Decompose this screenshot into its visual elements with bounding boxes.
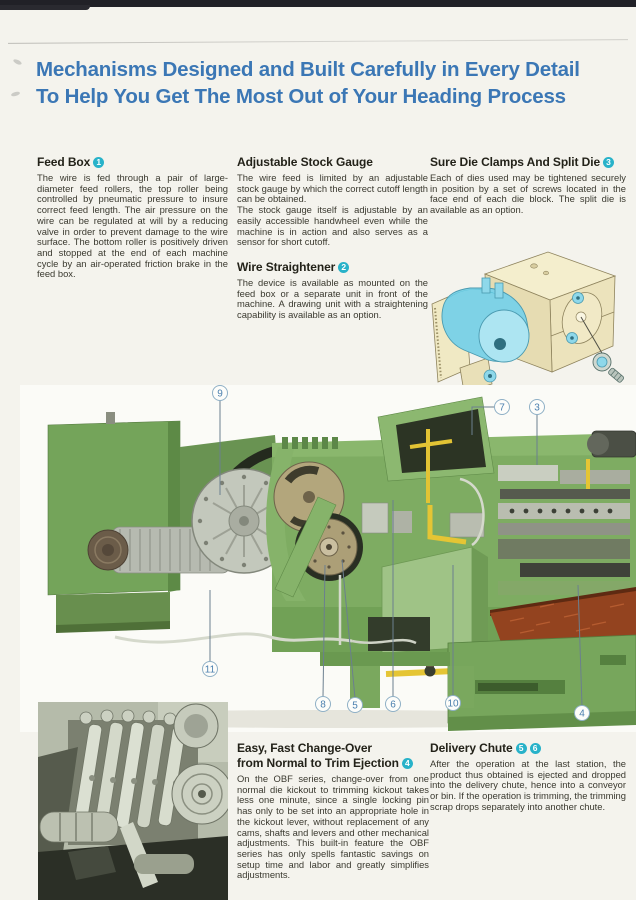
machine-valve-blocks [361,430,636,595]
badge-3-icon: 3 [603,157,615,168]
stock-gauge-body2: The stock gauge itself is adjustable by … [237,204,428,248]
feed-box-body: The wire is fed through a pair of large-… [37,172,228,280]
page-title: Mechanisms Designed and Built Carefully … [36,56,632,110]
callout-7: 7 [494,399,510,415]
section-stock-gauge: Adjustable Stock Gauge The wire feed is … [237,155,428,321]
die-screw [580,316,625,383]
svg-text:3: 3 [534,403,540,414]
callout-9: 9 [212,385,228,401]
svg-text:8: 8 [320,700,326,711]
lever-arms [74,709,186,829]
callout-3: 3 [529,399,545,415]
badge-6-icon: 6 [529,743,541,754]
machine-chute-block [368,546,488,654]
machine-left-cabinet [47,412,181,633]
die-clamps-body: Each of dies used may be tightened secur… [430,172,626,216]
callout-5: 5 [347,697,363,713]
callout-10: 10 [445,695,461,711]
scan-smudge [12,58,23,66]
callout-11: 11 [202,661,218,677]
scan-smudge [10,90,21,98]
lower-cylinders [39,811,194,888]
badge-2-icon: 2 [338,261,350,273]
machine-photo: 9 7 3 11 8 5 6 10 4 [20,385,636,732]
badge-5-icon: 5 [515,743,527,754]
badge-4-icon: 4 [401,758,413,769]
scan-edge-strip [0,0,636,7]
machine-canopy [377,396,495,503]
page-title-line2: To Help You Get The Most Out of Your Hea… [36,85,566,108]
callout-6: 6 [385,696,401,712]
page-title-line1: Mechanisms Designed and Built Carefully … [36,58,580,81]
die-cylinder [441,277,530,383]
svg-text:11: 11 [205,665,216,676]
scan-edge-corner [0,5,90,10]
callout-lines [209,400,583,707]
wire-straightener-body: The device is available as mounted on th… [237,276,428,321]
section-change-over: Easy, Fast Change-Over from Normal to Tr… [237,741,429,881]
flywheel-discs [171,703,228,825]
machine-gray-pipes [114,477,485,645]
stock-gauge-body1: The wire feed is limited by an adjustabl… [237,172,428,205]
stock-gauge-title: Adjustable Stock Gauge [237,155,373,169]
change-over-title-line1: Easy, Fast Change-Over [237,741,372,755]
die-block-illustration [431,251,625,392]
svg-text:4: 4 [579,709,585,720]
svg-text:7: 7 [499,403,505,414]
callout-4: 4 [574,705,590,721]
svg-text:9: 9 [217,389,223,400]
delivery-chute-body: After the operation at the last station,… [430,758,626,812]
svg-text:10: 10 [447,699,459,710]
callout-markers: 9 7 3 11 8 5 6 10 4 [202,385,590,721]
page-fold-line [8,39,628,44]
change-over-body: On the OBF series, change-over from one … [237,773,429,881]
machine-floor-plate [490,587,636,645]
badge-1-icon: 1 [93,157,105,168]
machine-cam-discs [273,461,363,598]
svg-text:5: 5 [352,701,358,712]
callout-8: 8 [315,696,331,712]
svg-text:6: 6 [390,700,396,711]
kickout-lever-photo [38,702,228,900]
